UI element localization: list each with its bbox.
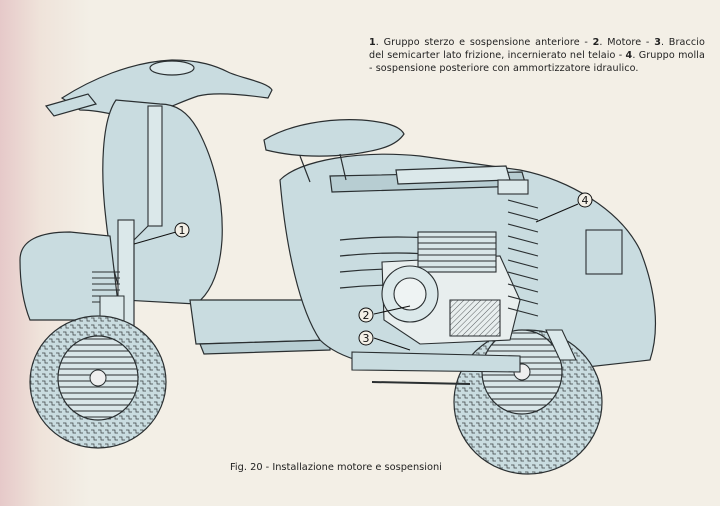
callout-3: 3 — [358, 330, 411, 351]
svg-text:4: 4 — [582, 194, 589, 207]
callout-2: 2 — [358, 305, 411, 323]
legend-text: 1. Gruppo sterzo e sospensione anteriore… — [369, 37, 706, 75]
front-wheel — [29, 315, 167, 449]
seat — [263, 119, 405, 183]
svg-text:2: 2 — [363, 309, 370, 322]
svg-text:1: 1 — [179, 224, 186, 237]
rear-suspension — [497, 179, 623, 361]
callout-1: 1 — [133, 222, 190, 245]
rear-wheel — [453, 329, 603, 475]
svg-text:3: 3 — [363, 332, 370, 345]
figure-caption: Fig. 20 - Installazione motore e sospens… — [230, 462, 442, 473]
callout-4: 4 — [535, 192, 593, 223]
engine-block — [351, 231, 521, 385]
